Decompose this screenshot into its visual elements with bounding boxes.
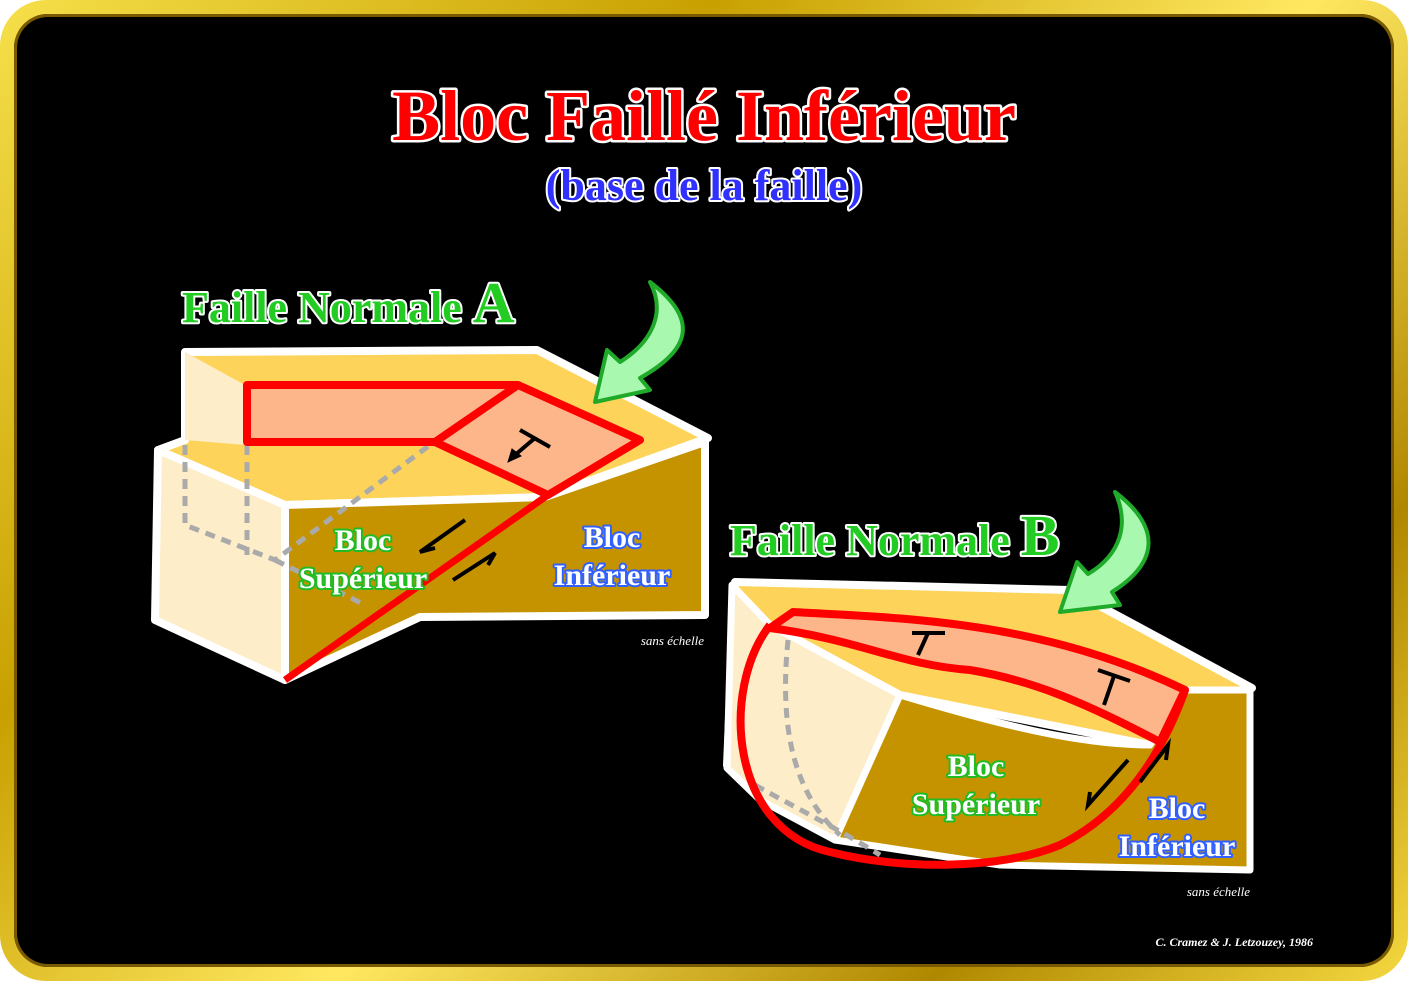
footwall-label-a: Inférieur — [554, 559, 671, 592]
fault-b-heading: Faille Normale B — [730, 503, 1059, 568]
strike-dip-symbol-icon — [912, 631, 1131, 706]
front-face-b — [831, 686, 1254, 874]
slip-arrows-icon — [418, 518, 497, 582]
fault-a-heading: Faille Normale A — [182, 270, 515, 335]
hanging-wall-label-b: Bloc — [948, 750, 1005, 783]
footwall-label-b: Bloc — [1149, 792, 1206, 825]
hidden-edge-b — [753, 782, 882, 858]
fault-trace-b — [736, 622, 1189, 869]
footwall-label-a: Bloc — [584, 521, 641, 554]
scale-note-b: sans échelle — [1187, 884, 1250, 899]
hidden-edges-a — [182, 442, 432, 563]
hanging-wall-label-b: Supérieur — [912, 788, 1040, 821]
strike-dip-symbol-icon — [507, 428, 551, 463]
credit: C. Cramez & J. Letzouzey, 1986 — [1155, 935, 1313, 949]
slide: Bloc Faillé Inférieur (base de la faille… — [14, 14, 1394, 967]
pointer-arrow-icon — [593, 280, 685, 404]
pointer-arrow-icon — [1058, 490, 1151, 614]
fault-plane-b — [766, 608, 1189, 746]
slip-arrows-icon — [1084, 737, 1171, 812]
title: Bloc Faillé Inférieur — [392, 76, 1016, 156]
hanging-wall-label-a: Supérieur — [299, 562, 427, 595]
scale-note-a: sans échelle — [641, 633, 704, 648]
fault-plane-edge-a — [432, 381, 521, 446]
subtitle: (base de la faille) — [546, 161, 863, 210]
footwall-label-b: Inférieur — [1119, 830, 1236, 863]
block-diagram-a: Faille Normale A Bloc Supérieur Bloc Inf… — [151, 268, 712, 684]
diagram: Bloc Faillé Inférieur (base de la faille… — [151, 74, 1313, 949]
hanging-wall-label-a: Bloc — [335, 524, 392, 557]
fault-trace-a — [282, 492, 551, 683]
hidden-edges-b — [783, 639, 842, 837]
back-block-side-a — [185, 352, 245, 445]
block-diagram-b: Faille Normale B Bloc Supérieur Bloc Inf… — [723, 490, 1256, 899]
